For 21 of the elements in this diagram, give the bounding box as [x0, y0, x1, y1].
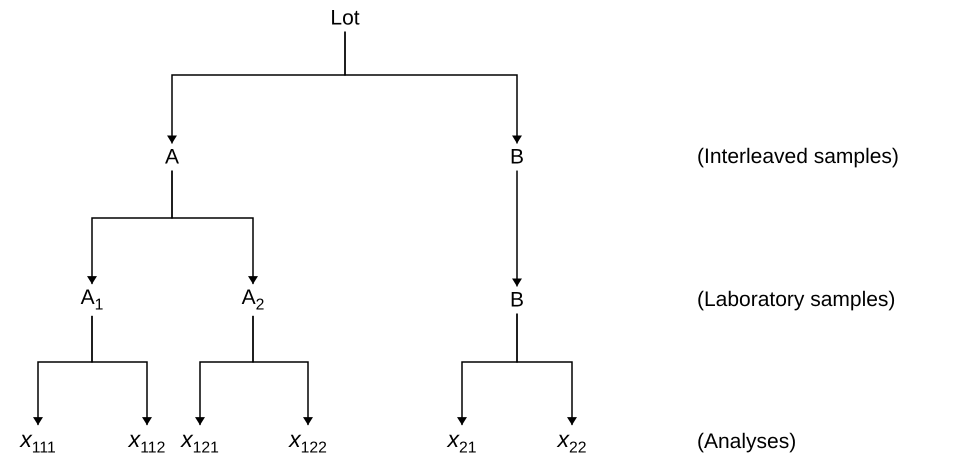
- node-label: A$_{2}$: [242, 286, 264, 314]
- arrow: [91, 316, 152, 426]
- node-label: A$_{1}$: [80, 286, 104, 314]
- arrow: [171, 170, 258, 284]
- level-label: (Interleaved samples): [697, 145, 899, 169]
- node-label: B: [510, 145, 524, 169]
- node-label: x$_{122}$: [289, 427, 327, 457]
- node-label: x$_{121}$: [181, 427, 219, 457]
- node-label: x$_{22}$: [557, 427, 587, 457]
- node-label: B: [510, 288, 524, 312]
- level-label: (Analyses): [697, 430, 796, 454]
- node-label: Lot: [330, 6, 360, 30]
- arrow: [512, 170, 522, 286]
- arrow: [252, 316, 313, 426]
- arrow: [516, 314, 577, 426]
- node-label: A: [165, 145, 179, 169]
- level-label: (Laboratory samples): [697, 288, 896, 312]
- node-label: x$_{112}$: [128, 427, 166, 457]
- node-label: x$_{111}$: [20, 427, 56, 457]
- node-label: x$_{21}$: [447, 427, 477, 457]
- arrow: [344, 32, 522, 144]
